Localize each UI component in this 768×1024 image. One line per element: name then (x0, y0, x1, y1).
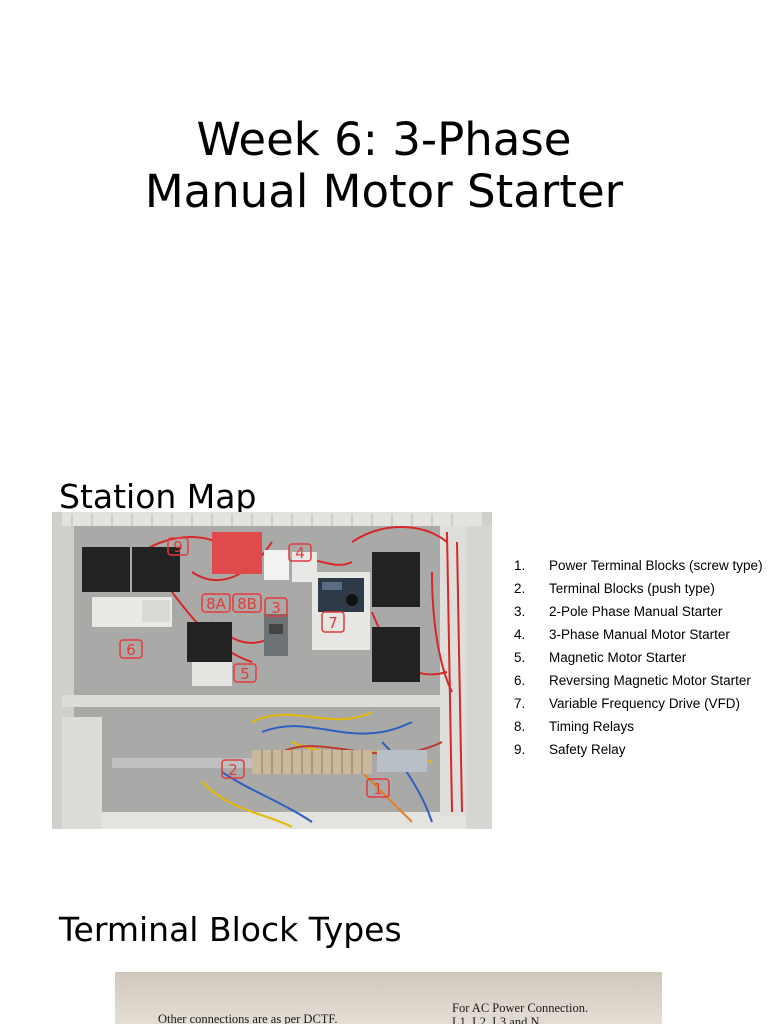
legend-number: 3. (514, 604, 526, 619)
legend-text: Timing Relays (549, 719, 635, 734)
slide-title-line-1: Week 6: 3-Phase (196, 113, 572, 166)
callout-1: 1 (373, 780, 383, 798)
callout-2: 2 (228, 761, 238, 779)
legend-item: 4. 3-Phase Manual Motor Starter (514, 626, 764, 643)
legend-text: Variable Frequency Drive (VFD) (549, 696, 741, 711)
legend-item: 8. Timing Relays (514, 718, 764, 735)
photo-text-right-line-1: For AC Power Connection. (452, 1001, 589, 1015)
legend-item: 2. Terminal Blocks (push type) (514, 580, 764, 597)
legend-item: 7. Variable Frequency Drive (VFD) (514, 695, 764, 712)
callout-8a: 8A (206, 595, 227, 613)
legend-number: 6. (514, 673, 526, 688)
callout-6: 6 (126, 641, 136, 659)
legend-text: 3-Phase Manual Motor Starter (549, 627, 730, 642)
callout-7: 7 (328, 614, 338, 632)
legend-text: Magnetic Motor Starter (549, 650, 687, 665)
terminal-block-photo: Other connections are as per DCTF. For A… (115, 972, 662, 1024)
legend-number: 2. (514, 581, 526, 596)
legend-item: 5. Magnetic Motor Starter (514, 649, 764, 666)
legend-text: Power Terminal Blocks (screw type) (549, 558, 763, 573)
station-map-heading: Station Map (59, 477, 257, 516)
terminal-block-types-heading: Terminal Block Types (59, 910, 402, 949)
legend-text: Safety Relay (549, 742, 626, 757)
photo-text-left: Other connections are as per DCTF. (158, 1012, 338, 1024)
callout-3: 3 (271, 599, 281, 617)
legend-item: 3. 2-Pole Phase Manual Starter (514, 603, 764, 620)
legend-number: 5. (514, 650, 526, 665)
legend-item: 6. Reversing Magnetic Motor Starter (514, 672, 764, 689)
legend-text: Reversing Magnetic Motor Starter (549, 673, 751, 688)
legend-item: 1. Power Terminal Blocks (screw type) (514, 557, 764, 574)
callout-4: 4 (295, 544, 305, 562)
slide-title-line-2: Manual Motor Starter (144, 165, 624, 218)
legend-number: 9. (514, 742, 526, 757)
legend-item: 9. Safety Relay (514, 741, 764, 758)
slide-title: Week 6: 3-Phase Manual Motor Starter (0, 114, 768, 218)
callout-8b: 8B (237, 595, 257, 613)
legend-text: 2-Pole Phase Manual Starter (549, 604, 723, 619)
legend-text: Terminal Blocks (push type) (549, 581, 715, 596)
legend-number: 4. (514, 627, 526, 642)
legend-number: 1. (514, 558, 526, 573)
photo-text-right-line-2: L1, L2, L3 and N (452, 1015, 540, 1024)
callout-5: 5 (240, 665, 250, 683)
photo-text-right: For AC Power Connection. L1, L2, L3 and … (452, 1001, 588, 1024)
callout-9: 9 (173, 538, 183, 556)
station-map-photo: 9 4 3 8A 8B 7 6 5 2 1 (52, 512, 492, 829)
legend-number: 8. (514, 719, 526, 734)
legend-number: 7. (514, 696, 526, 711)
station-legend: 1. Power Terminal Blocks (screw type) 2. T… (514, 557, 764, 764)
